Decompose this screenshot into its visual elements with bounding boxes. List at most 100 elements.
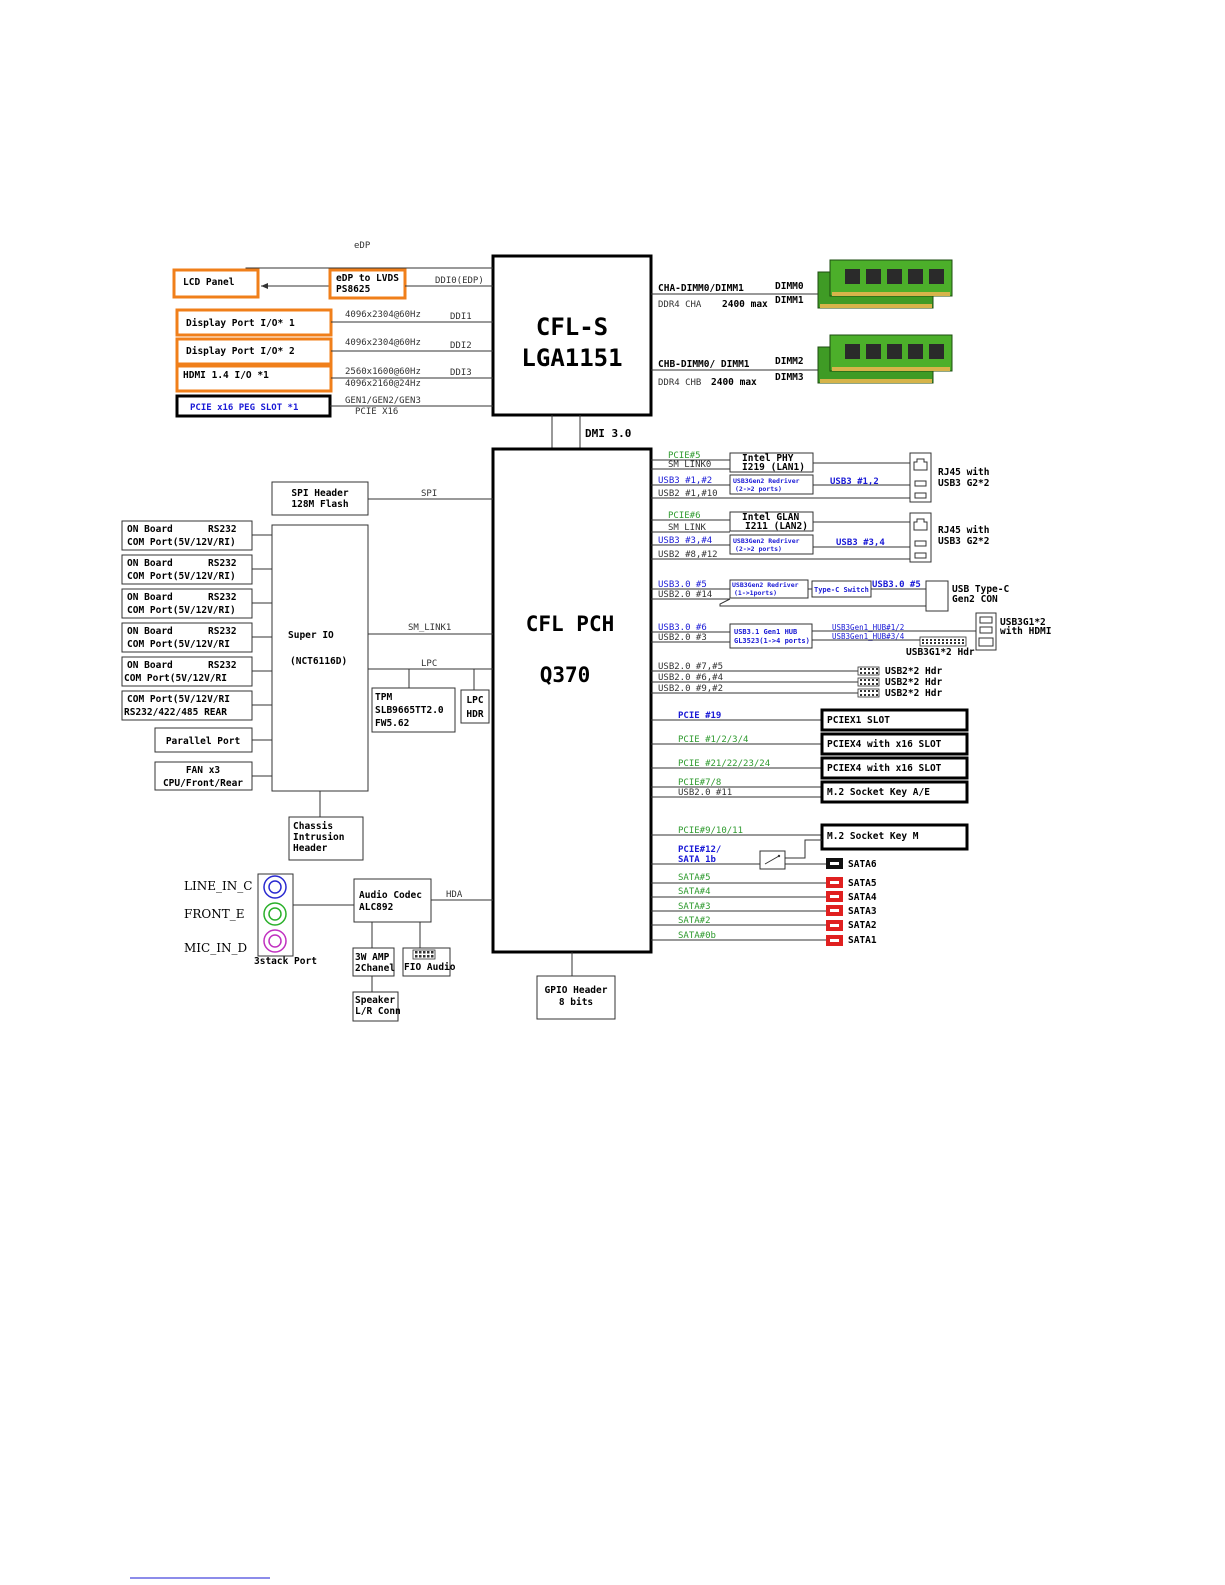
usb3-redriver-2-label: USB3Gen2 Redriver — [733, 537, 800, 545]
rj45-usb-connector-1-icon — [909, 452, 932, 503]
smlink-label: SM LINK — [668, 523, 707, 533]
sata5-port-icon — [826, 877, 843, 888]
line-in-jack — [263, 875, 287, 899]
usb31-hub — [729, 623, 813, 649]
m2-socket-key-ae — [820, 780, 969, 804]
ddi0-label: DDI0(EDP) — [435, 276, 484, 286]
sata2-port-icon — [826, 920, 843, 931]
cha-ddr: DDR4 CHA — [658, 300, 702, 310]
usb3g1-hdmi-sub-label: with HDMI — [1000, 626, 1051, 637]
tpm-label: TPM — [375, 692, 392, 703]
pch-name: CFL PCH — [526, 612, 615, 636]
audio-codec-chip: ALC892 — [359, 902, 393, 913]
usb20-3-label: USB2.0 #3 — [658, 633, 707, 643]
sata3-port-icon — [826, 905, 843, 916]
com-port-3 — [121, 588, 253, 619]
sata1-port-icon — [826, 935, 843, 946]
com-port-rear-line1: COM Port(5V/12V/RI — [127, 694, 230, 705]
com-port-3-line2: COM Port(5V/12V/RI) — [127, 605, 236, 616]
sata2-line-label: SATA#2 — [678, 916, 711, 926]
spi-header-label: SPI Header — [291, 488, 348, 499]
com-port-4 — [121, 622, 253, 653]
speaker-label: Speaker — [355, 995, 395, 1006]
pciex4-slot-a-label: PCIEX4 with x16 SLOT — [827, 739, 942, 750]
edp-to-lvds — [328, 268, 407, 300]
usb3-redriver-3-label: USB3Gen2 Redriver — [732, 581, 799, 589]
front-label: FRONT_E — [184, 907, 244, 921]
smlink0-label: SM LINK0 — [668, 460, 711, 470]
sata2-label: SATA2 — [848, 920, 877, 931]
rj45-2-label: RJ45 with — [938, 525, 989, 536]
usb20-11-label: USB2.0 #11 — [678, 788, 732, 798]
usb2-header-1-icon — [857, 666, 880, 676]
sata4-line-label: SATA#4 — [678, 887, 711, 897]
lpc-header-label-2: HDR — [466, 709, 483, 720]
hdmi-resolution-1: 2560x1600@60Hz — [345, 367, 421, 377]
usb30-5-label: USB3.0 #5 — [658, 580, 707, 590]
pch-block — [491, 447, 653, 954]
pcie21-label: PCIE #21/22/23/24 — [678, 759, 770, 769]
usb2-110-label: USB2 #1,#10 — [658, 489, 718, 499]
dmi-label: DMI 3.0 — [585, 427, 631, 440]
sata5-label: SATA5 — [848, 878, 877, 889]
usb2-header-2-icon — [857, 677, 880, 687]
pcie6-label: PCIE#6 — [668, 511, 701, 521]
pciex4-slot-a — [820, 732, 969, 756]
hdmi-io-label: HDMI 1.4 I/O *1 — [183, 370, 269, 381]
pciex4-slot-b-label: PCIEX4 with x16 SLOT — [827, 763, 942, 774]
sata1-label: SATA1 — [848, 935, 877, 946]
tpm-chip: SLB9665TT2.0 — [375, 705, 444, 716]
amplifier-label: 3W AMP — [355, 952, 390, 963]
speaker-conn-label: L/R Conn — [355, 1006, 401, 1017]
m2-socket-key-ae-label: M.2 Socket Key A/E — [827, 787, 930, 798]
super-io-label: Super IO — [288, 630, 334, 641]
usb3-redriver-1-ports: (2->2 ports) — [735, 485, 782, 493]
chassis-intrusion-line2: Intrusion — [293, 832, 344, 843]
usb2-75-label: USB2.0 #7,#5 — [658, 662, 723, 672]
tpm — [371, 687, 456, 733]
pcie-peg-slot-label: PCIE x16 PEG SLOT *1 — [190, 403, 298, 413]
chassis-intrusion-line1: Chassis — [293, 821, 333, 832]
sata3-line-label: SATA#3 — [678, 902, 711, 912]
amplifier — [352, 947, 395, 977]
lpc-header-label: LPC — [466, 695, 483, 706]
dimm2-label: DIMM2 — [775, 356, 804, 367]
m2-socket-key-m — [820, 823, 969, 851]
hub-out-2-label: USB3Gen1_HUB#3/4 — [832, 632, 905, 641]
pch-model: Q370 — [540, 663, 591, 687]
usb-type-c-label: USB Type-C — [952, 584, 1009, 595]
dp2-resolution: 4096x2304@60Hz — [345, 338, 421, 348]
usb20-14-label: USB2.0 #14 — [658, 590, 712, 600]
usb3-34-label: USB3 #3,#4 — [658, 536, 712, 546]
display-port-2 — [175, 337, 333, 366]
com-port-rear — [121, 690, 253, 721]
super-io — [271, 524, 369, 792]
fio-audio-label: FIO Audio — [404, 962, 456, 973]
edp-to-lvds-label: eDP to LVDS — [336, 273, 399, 284]
spi-line-label: SPI — [421, 489, 437, 499]
mic-in-label: MIC_IN_D — [184, 941, 247, 955]
sata4-port-icon — [826, 891, 843, 902]
com-port-1 — [121, 520, 253, 551]
lcd-panel-label: LCD Panel — [183, 277, 235, 288]
sata5-line-label: SATA#5 — [678, 873, 711, 883]
edp-to-lvds-chip: PS8625 — [336, 284, 371, 295]
sata3-label: SATA3 — [848, 906, 877, 917]
amplifier-channels: 2Chanel — [355, 963, 395, 974]
com-port-2-line2: COM Port(5V/12V/RI) — [127, 571, 236, 582]
intel-glan-label: Intel GLAN — [742, 512, 799, 523]
super-io-chip: (NCT6116D) — [290, 656, 347, 667]
lpc-label: LPC — [421, 659, 437, 669]
com-port-3-line1a: ON Board — [127, 592, 173, 603]
line-in-label: LINE_IN_C — [184, 879, 252, 893]
usb2-812-label: USB2 #8,#12 — [658, 550, 718, 560]
sata6-port-icon — [826, 858, 843, 869]
pciex4-slot-b — [820, 756, 969, 780]
com-port-5-line1a: ON Board — [127, 660, 173, 671]
mic-in-jack — [263, 929, 287, 953]
dimm0-label: DIMM0 — [775, 281, 804, 292]
pcie91011-label: PCIE#9/10/11 — [678, 826, 743, 836]
usb-type-c-gen-label: Gen2 CON — [952, 594, 998, 605]
tpm-fw: FW5.62 — [375, 718, 409, 729]
